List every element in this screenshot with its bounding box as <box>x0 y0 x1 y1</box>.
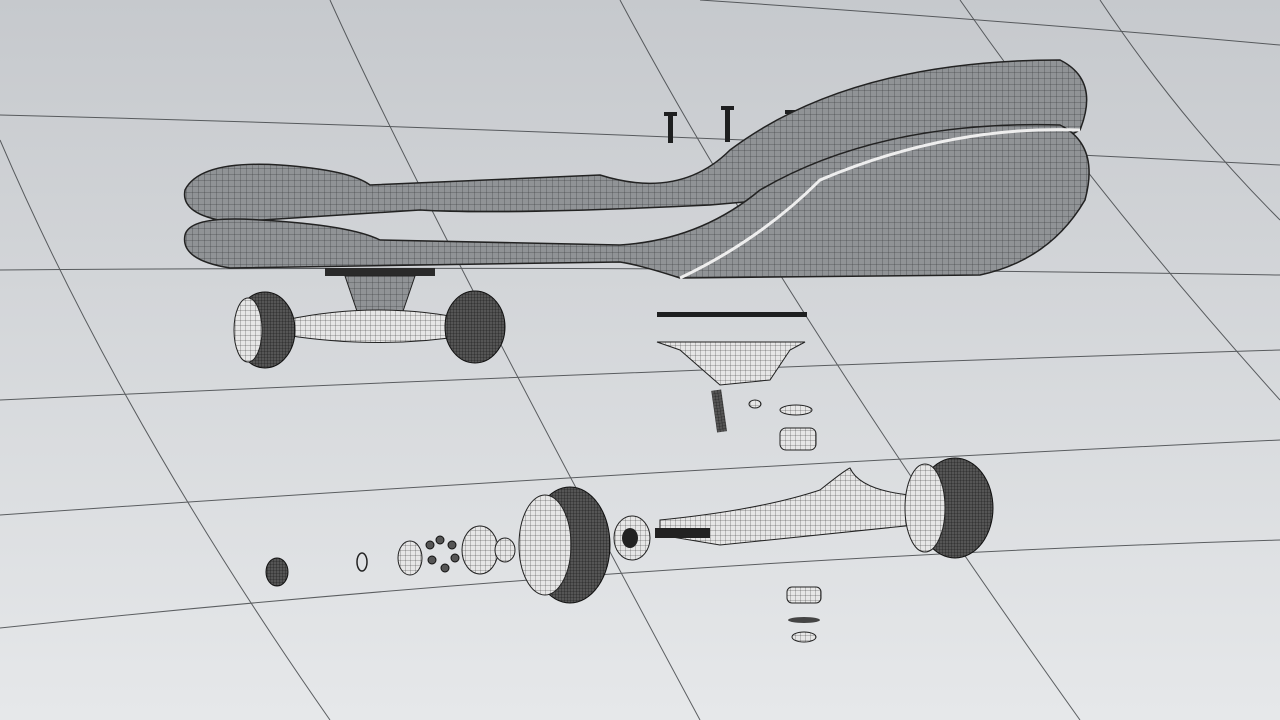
exploded-truck-parts <box>265 312 994 643</box>
bearing <box>613 515 651 561</box>
speed-ring <box>356 552 368 572</box>
bushing <box>779 427 817 451</box>
riser-pad <box>657 312 807 317</box>
wheel <box>518 486 611 604</box>
kingpin <box>711 389 728 433</box>
axle-nut <box>265 557 289 587</box>
bushing <box>748 399 762 409</box>
wheel <box>904 457 994 559</box>
washer <box>788 617 820 623</box>
deck-lower <box>183 123 1090 280</box>
bearing-balls <box>425 535 460 573</box>
bushing <box>786 586 822 604</box>
assembled-truck <box>233 268 506 369</box>
washer <box>779 404 813 416</box>
bearing-shield <box>397 540 423 576</box>
axle <box>655 528 710 538</box>
wheel <box>444 290 506 364</box>
baseplate <box>656 341 806 386</box>
kingpin-nut <box>791 631 817 643</box>
wheel <box>233 291 296 369</box>
bearing <box>461 525 516 575</box>
hanger <box>659 467 916 546</box>
